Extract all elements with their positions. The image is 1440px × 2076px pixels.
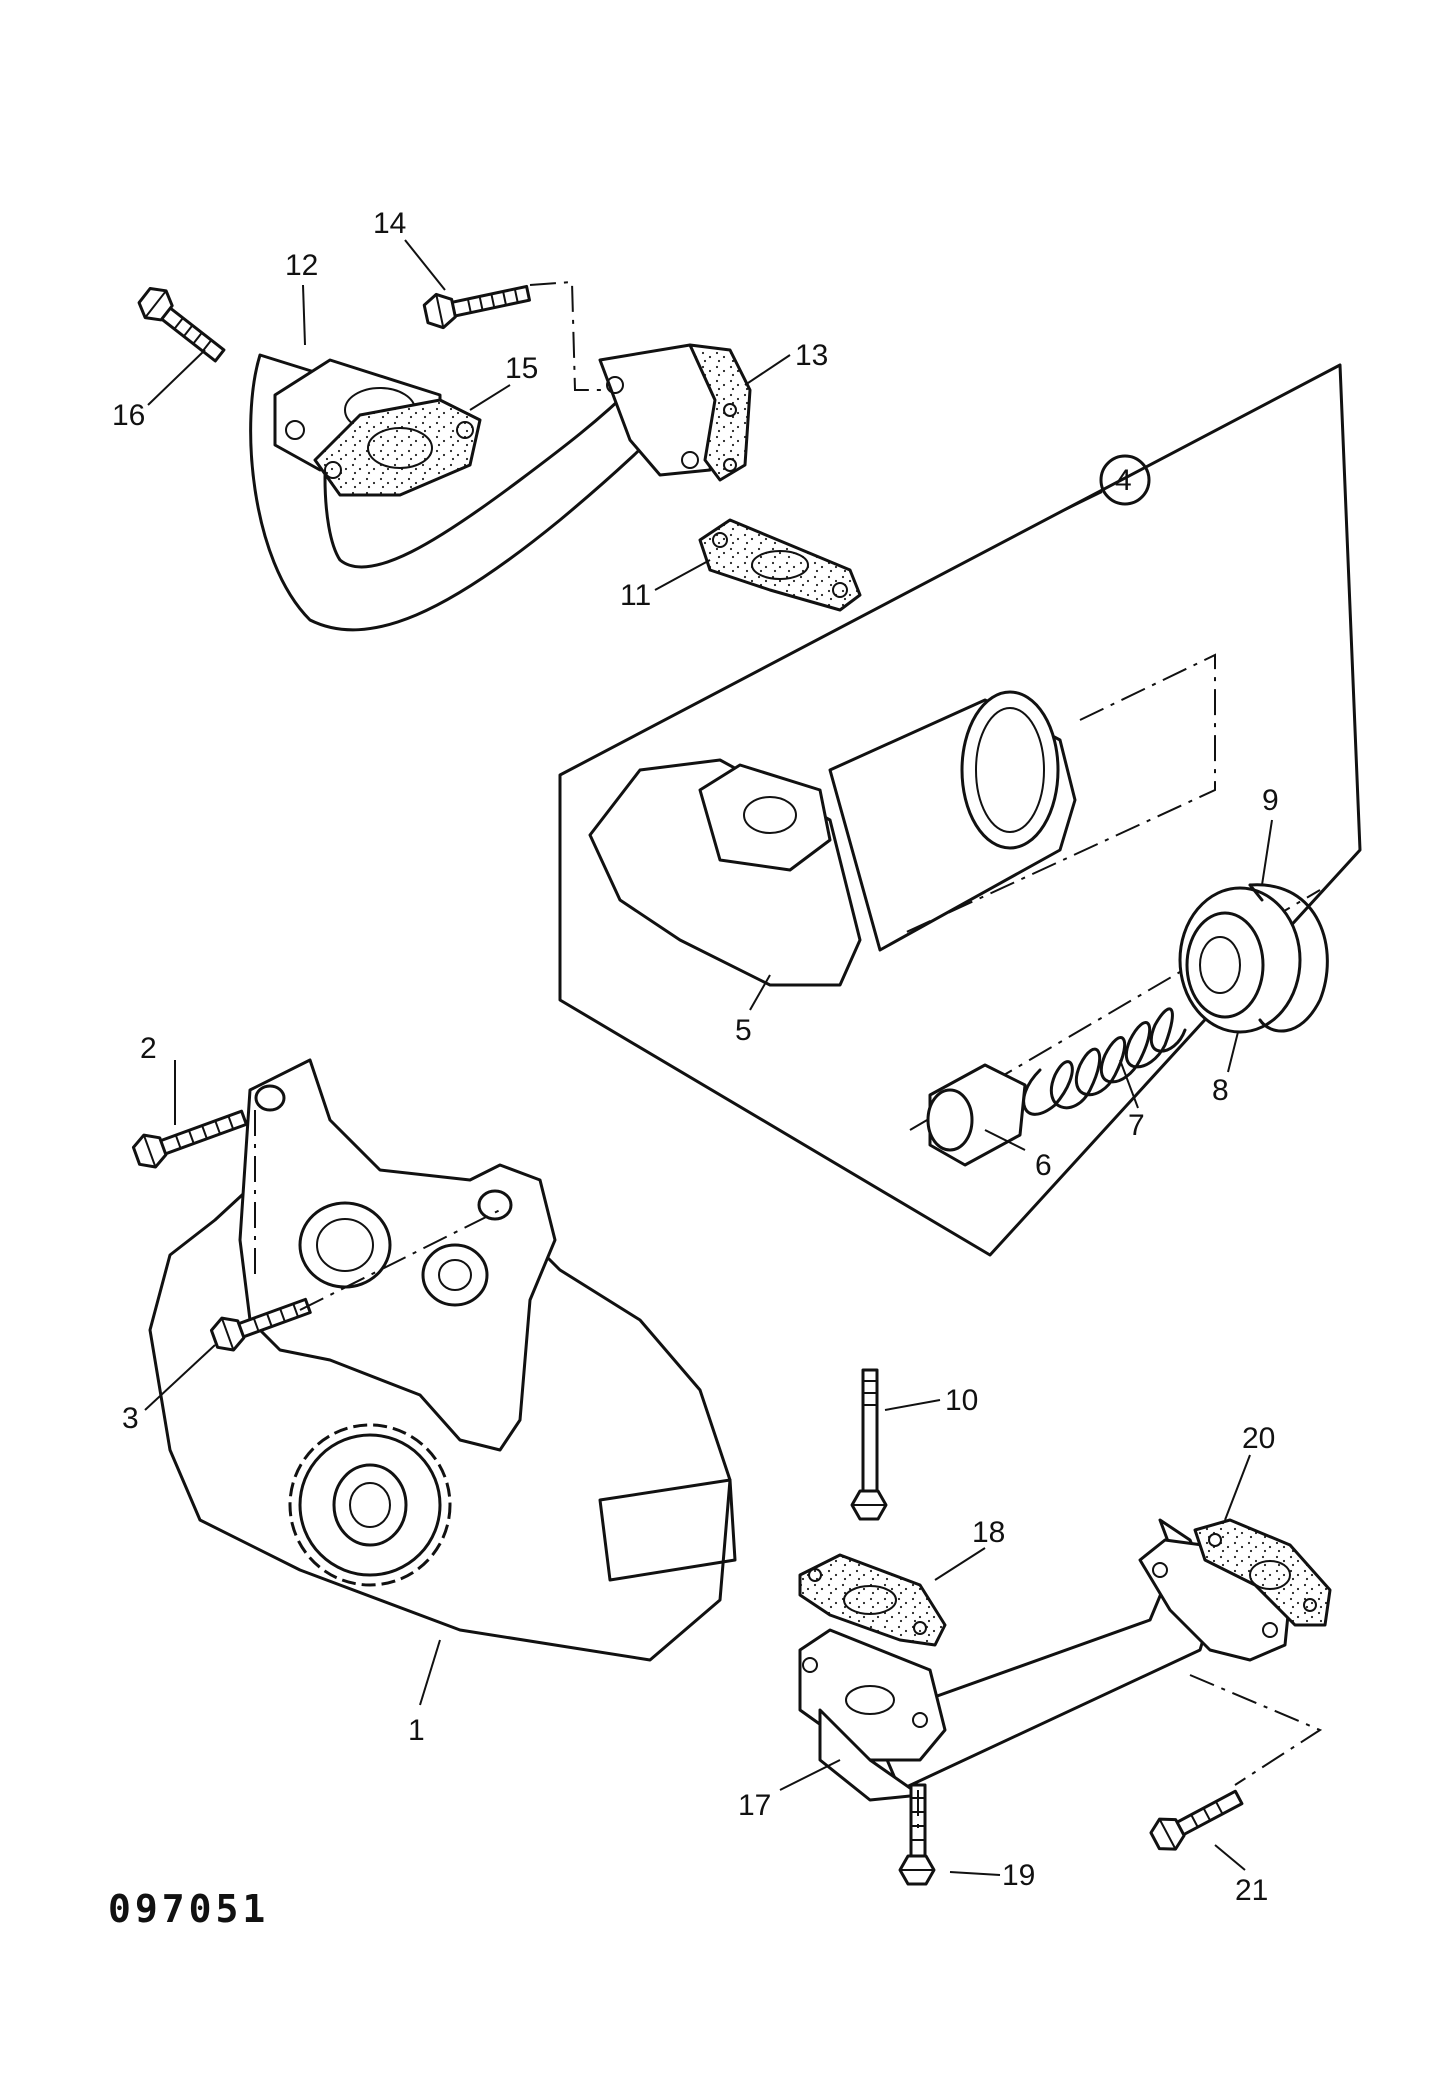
callout-20: 20 [1242, 1422, 1275, 1455]
gasket-15 [313, 398, 482, 497]
gasket-13 [688, 343, 752, 482]
callout-18: 18 [972, 1516, 1005, 1549]
callout-6: 6 [1035, 1149, 1052, 1182]
bolt-2 [129, 1109, 248, 1174]
lower-pipe-assembly [798, 1368, 1332, 1886]
relief-valve-kit [558, 363, 1362, 1257]
oil-pump [129, 1058, 737, 1662]
callout-9: 9 [1262, 784, 1279, 817]
callout-21: 21 [1235, 1874, 1268, 1907]
bolt-21 [1145, 1789, 1244, 1858]
circlip-9 [1248, 883, 1329, 1033]
kit-frame [558, 363, 1362, 1257]
gasket-20 [1193, 1518, 1332, 1627]
upper-pipe-assembly [132, 280, 862, 632]
callout-11: 11 [620, 579, 651, 612]
callout-10: 10 [945, 1384, 978, 1417]
bolt-16 [132, 280, 226, 363]
spring-seat-8 [1178, 886, 1302, 1034]
callout-12: 12 [285, 249, 318, 282]
lower-oil-pipe [868, 1518, 1217, 1792]
callout-19: 19 [1002, 1859, 1035, 1892]
callout-8: 8 [1212, 1074, 1229, 1107]
drawing-number: 097051 [108, 1887, 269, 1931]
spring-7 [1022, 1007, 1187, 1116]
callout-14: 14 [373, 207, 406, 240]
callout-3: 3 [122, 1402, 139, 1435]
callout-15: 15 [505, 352, 538, 385]
bolt-14 [421, 284, 531, 333]
callout-17: 17 [738, 1789, 771, 1822]
callout-13: 13 [795, 339, 828, 372]
leader-lines [144, 239, 1273, 1876]
bolt-10 [850, 1368, 888, 1521]
callout-4: 4 [1115, 464, 1132, 497]
oil-pump-front-plate [238, 1058, 557, 1452]
gasket-11 [698, 518, 862, 612]
kit-callout-circle [1099, 454, 1151, 506]
callout-7: 7 [1128, 1109, 1145, 1142]
valve-plunger-6 [926, 1063, 1027, 1167]
drive-gear [288, 1423, 452, 1587]
gasket-18 [798, 1553, 947, 1647]
callout-2: 2 [140, 1032, 157, 1065]
callout-5: 5 [735, 1014, 752, 1047]
callout-1: 1 [408, 1714, 425, 1747]
callout-16: 16 [112, 399, 145, 432]
